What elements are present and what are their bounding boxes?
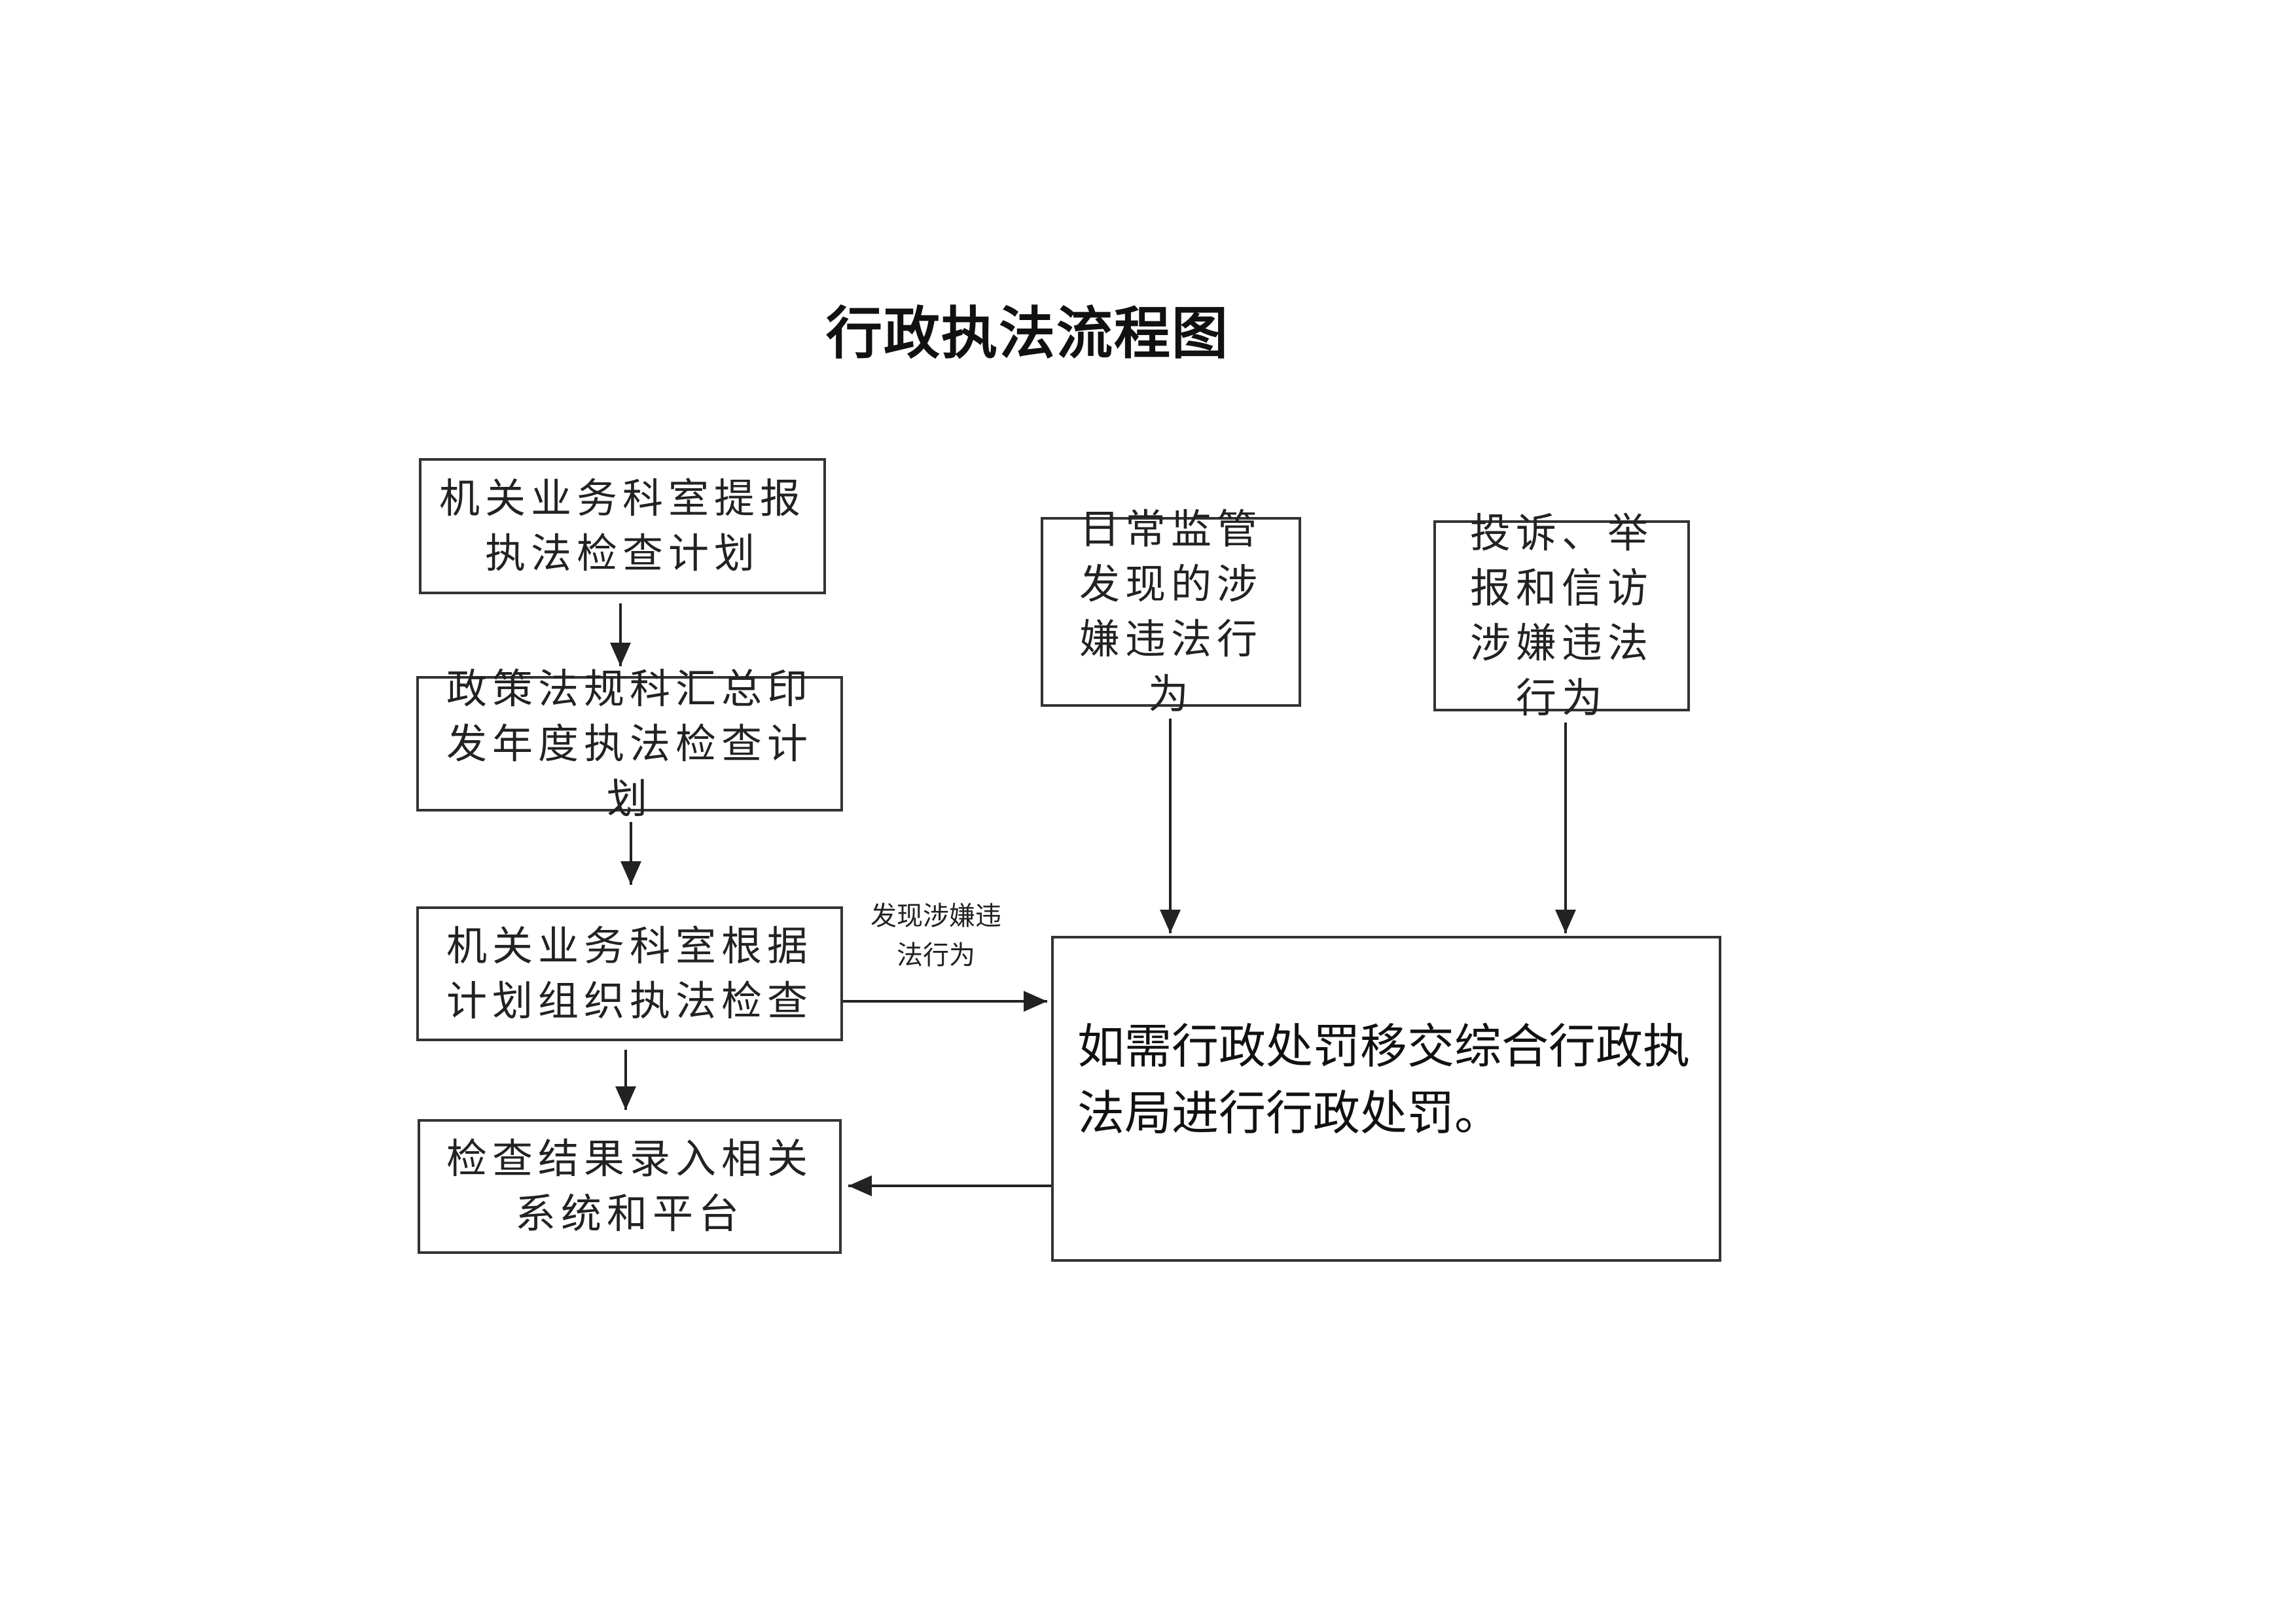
- node-complaints-label: 投诉、举报和信访涉嫌违法行为: [1469, 509, 1653, 722]
- node-plan-compile-label: 政策法规科汇总印发年度执法检查计划: [446, 664, 813, 823]
- node-plan-submit-label: 机关业务科室提报执法检查计划: [439, 474, 806, 577]
- node-inspection: 机关业务科室根据计划组织执法检查: [416, 906, 843, 1041]
- node-transfer: 如需行政处罚移交综合行政执法局进行行政处罚。: [1051, 936, 1721, 1262]
- node-daily-supervision-label: 日常监管发现的涉嫌违法行为: [1079, 505, 1263, 718]
- node-result-entry: 检查结果录入相关系统和平台: [418, 1119, 842, 1254]
- diagram-title: 行政执法流程图: [826, 300, 1229, 366]
- node-daily-supervision: 日常监管发现的涉嫌违法行为: [1041, 505, 1301, 718]
- node-transfer-label: 如需行政处罚移交综合行政执法局进行行政处罚。: [1077, 1019, 1691, 1141]
- node-plan-compile: 政策法规科汇总印发年度执法检查计划: [416, 665, 843, 823]
- node-inspection-label: 机关业务科室根据计划组织执法检查: [446, 922, 813, 1025]
- node-result-entry-label: 检查结果录入相关系统和平台: [446, 1135, 813, 1238]
- edge-label-found-violation: 发现涉嫌违法行为: [870, 901, 1001, 971]
- node-plan-submit: 机关业务科室提报执法检查计划: [419, 458, 826, 594]
- node-complaints: 投诉、举报和信访涉嫌违法行为: [1433, 509, 1690, 722]
